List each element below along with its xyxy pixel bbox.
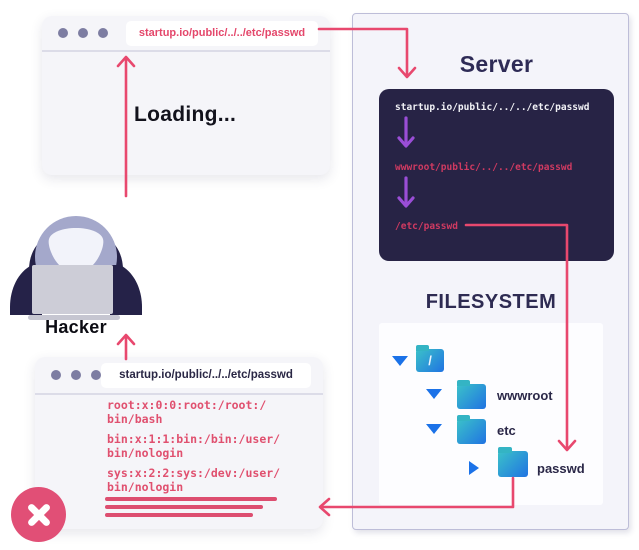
error-x-icon <box>11 487 66 542</box>
terminal-line-final: /etc/passwd <box>395 221 458 232</box>
window-dot-icon <box>78 28 88 38</box>
address-bar: startup.io/public/../../etc/passwd <box>126 20 318 46</box>
window-dot-icon <box>91 370 101 380</box>
window-dot-icon <box>58 28 68 38</box>
caret-down-icon <box>392 356 408 366</box>
caret-down-icon <box>426 389 442 399</box>
caret-right-icon <box>469 461 479 475</box>
folder-icon <box>498 447 528 477</box>
caret-down-icon <box>426 424 442 434</box>
loading-status-text: Loading... <box>134 103 237 126</box>
window-dot-icon <box>98 28 108 38</box>
right-arm-shape <box>110 265 142 315</box>
server-title: Server <box>459 51 534 77</box>
passwd-line: bin/nologin <box>107 480 184 494</box>
window-dots-icon <box>58 28 108 38</box>
terminal-line-request: startup.io/public/../../etc/passwd <box>395 102 590 113</box>
laptop-shape <box>32 265 113 314</box>
tree-label-passwd: passwd <box>537 461 585 476</box>
passwd-line: bin:x:1:1:bin:/bin:/user/ <box>107 432 281 446</box>
browser-window-request: startup.io/public/../../etc/passwd <box>42 16 330 175</box>
redacted-line <box>105 505 263 509</box>
filesystem-title: FILESYSTEM <box>425 291 557 313</box>
root-folder-label: / <box>428 353 432 368</box>
folder-icon <box>457 380 486 409</box>
laptop-base-shape <box>28 315 120 320</box>
server-panel: Server startup.io/public/../../etc/passw… <box>352 13 629 530</box>
passwd-line: bin/bash <box>107 412 163 426</box>
terminal-line-resolved: wwwroot/public/../../etc/passwd <box>395 162 573 173</box>
passwd-line: root:x:0:0:root:/root:/ <box>107 398 267 412</box>
address-bar: startup.io/public/../../etc/passwd <box>101 362 311 388</box>
passwd-file-contents: root:x:0:0:root:/root:/ bin/bash bin:x:1… <box>107 398 280 500</box>
redacted-line <box>105 497 277 501</box>
tree-label-wwwroot: wwwroot <box>497 388 553 403</box>
redacted-line <box>105 513 253 517</box>
folder-icon <box>457 415 486 444</box>
filesystem-tree: / wwwroot etc passwd <box>379 323 603 505</box>
browser-titlebar: startup.io/public/../../etc/passwd <box>35 357 323 395</box>
root-folder-icon: / <box>416 345 444 372</box>
passwd-line: sys:x:2:2:sys:/dev:/user/ <box>107 466 281 480</box>
face-shape <box>48 228 104 272</box>
browser-window-result: startup.io/public/../../etc/passwd root:… <box>35 357 323 529</box>
passwd-entry: root:x:0:0:root:/root:/ bin/bash <box>107 398 280 426</box>
tree-label-etc: etc <box>497 423 516 438</box>
hacker-illustration <box>10 216 142 320</box>
window-dot-icon <box>71 370 81 380</box>
server-terminal: startup.io/public/../../etc/passwd wwwro… <box>379 89 614 261</box>
passwd-entry: sys:x:2:2:sys:/dev:/user/ bin/nologin <box>107 466 280 494</box>
passwd-line: bin/nologin <box>107 446 184 460</box>
url-text: startup.io/public/../../etc/passwd <box>138 27 306 39</box>
url-text: startup.io/public/../../etc/passwd <box>119 369 293 381</box>
hacker-label: Hacker <box>45 317 107 337</box>
passwd-entry: bin:x:1:1:bin:/bin:/user/ bin/nologin <box>107 432 280 460</box>
window-dots-icon <box>51 370 101 380</box>
browser-titlebar: startup.io/public/../../etc/passwd <box>42 16 330 52</box>
window-dot-icon <box>51 370 61 380</box>
